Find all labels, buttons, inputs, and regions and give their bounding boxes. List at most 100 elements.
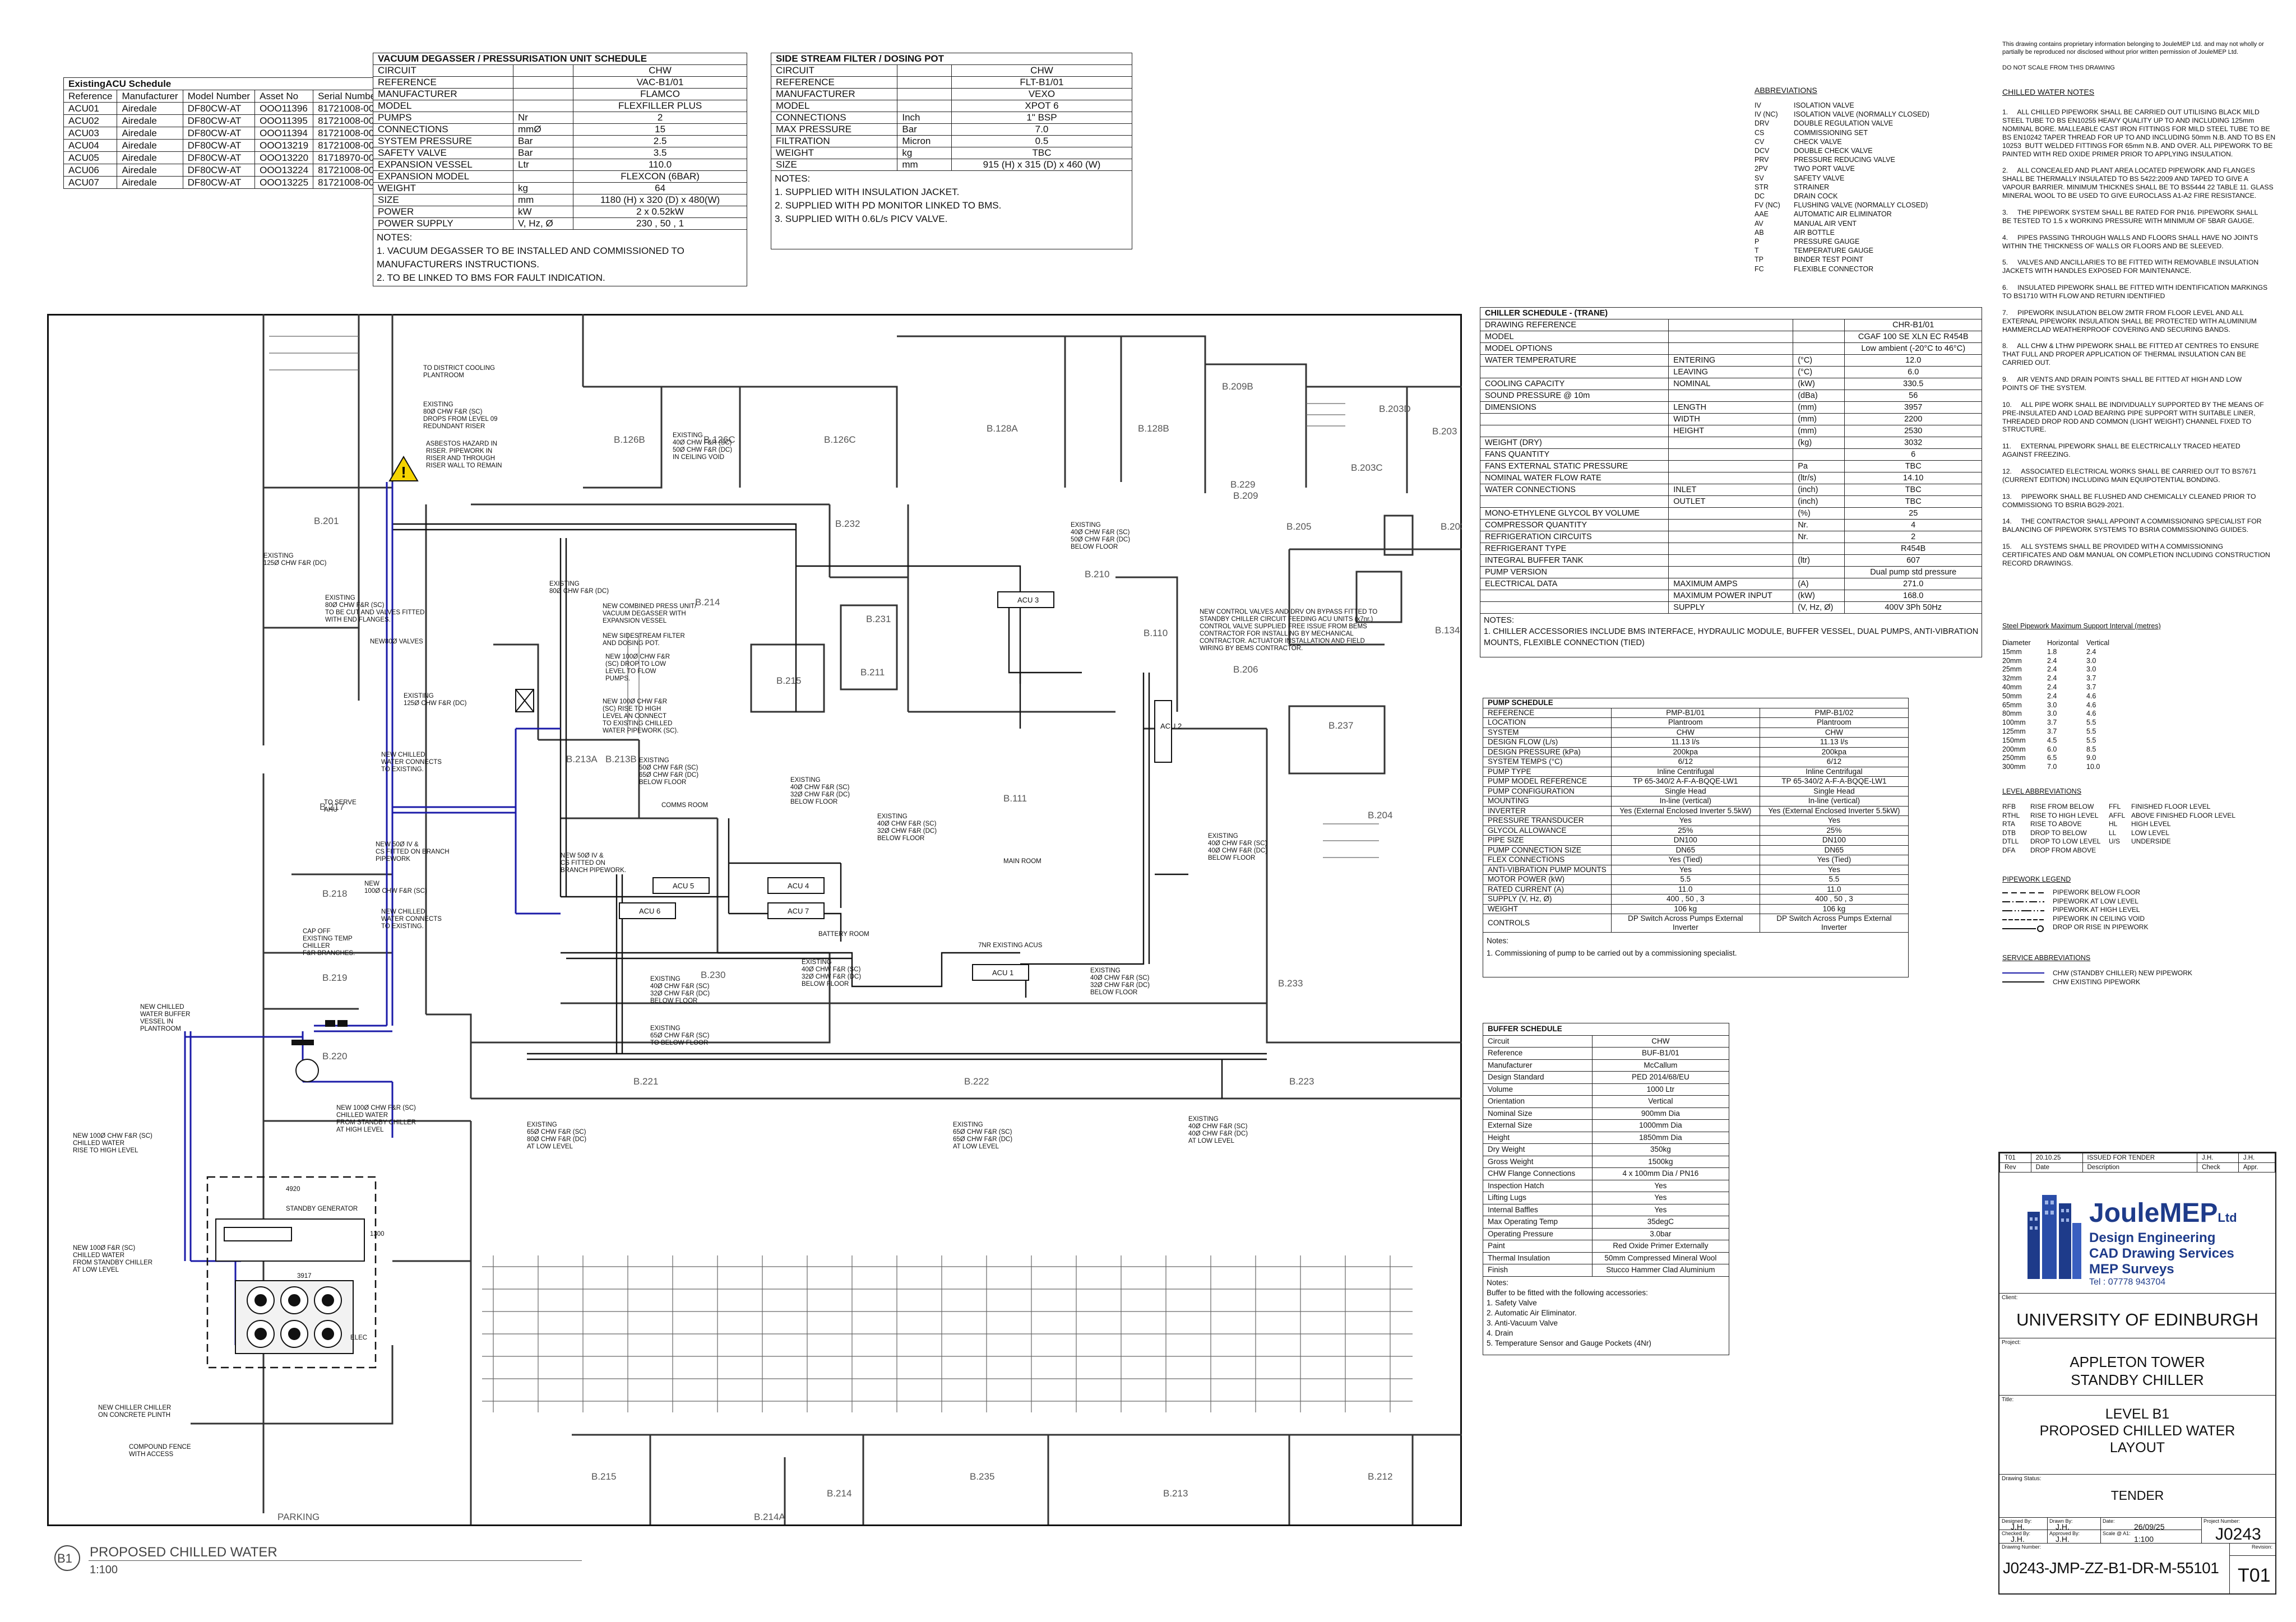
table-cell: In-line (vertical): [1759, 796, 1909, 807]
list-item-text: IV: [1755, 101, 1761, 109]
checked-by: J.H.: [2011, 1535, 2025, 1544]
client-label: Client:: [2002, 1295, 2018, 1301]
list-item-text: 15mm: [2002, 647, 2022, 656]
pipe-annotation: MAIN ROOM: [1003, 858, 1041, 865]
table-cell: SYSTEM PRESSURE: [373, 135, 513, 147]
table-cell: PRESSURE TRANSDUCER: [1483, 815, 1612, 826]
table-cell: TP 65-340/2 A-F-A-BQQE-LW1: [1759, 776, 1909, 787]
table-cell: MOUNTING: [1483, 796, 1612, 807]
list-item: DROP OR RISE IN PIPEWORK: [2053, 923, 2149, 931]
fan-hub-icon: [322, 1328, 334, 1340]
table-cell: Airedale: [117, 114, 183, 127]
table-cell: [1668, 543, 1794, 555]
table-cell: 400 , 50 , 3: [1759, 894, 1909, 905]
table-cell: Internal Baffles: [1483, 1203, 1593, 1216]
abbr-desc: UNDERSIDE: [2131, 837, 2171, 845]
acu-unit: [767, 902, 825, 919]
acu-header-cell: Manufacturer: [117, 90, 183, 103]
table-cell: SYSTEM: [1483, 727, 1612, 738]
pipe-annotation: NEW80Ø VALVES: [370, 638, 423, 645]
table-cell: TBC: [951, 147, 1133, 159]
table-cell: TBC: [1844, 495, 1983, 508]
list-item: PIPEWORK BELOW FLOOR: [2053, 888, 2141, 896]
table-cell: [897, 76, 952, 89]
table-cell: OOO13225: [254, 176, 314, 189]
vacuum-notes: NOTES: 1. VACUUM DEGASSER TO BE INSTALLE…: [373, 229, 747, 286]
list-item-text: AV: [1755, 219, 1763, 228]
list-item: IV (NC)ISOLATION VALVE (NORMALLY CLOSED): [1755, 110, 1929, 119]
table-cell: 106 kg: [1759, 903, 1909, 914]
table-cell: DESIGN PRESSURE (kPa): [1483, 747, 1612, 757]
list-item-text: 100mm: [2002, 719, 2026, 727]
table-cell: XPOT 6: [951, 100, 1133, 112]
table-cell: DF80CW-AT: [182, 176, 256, 189]
table-cell: CHW: [573, 64, 747, 77]
table-cell: MAXIMUM AMPS: [1668, 578, 1794, 590]
asbestos-warning-icon: !: [388, 456, 419, 481]
table-cell: Gross Weight: [1483, 1155, 1593, 1168]
service-legend-lines: [2002, 972, 2044, 983]
pipe-annotation: STANDBY GENERATOR: [286, 1206, 358, 1212]
list-item-text: 2.4: [2047, 665, 2057, 674]
table-cell: BUF-B1/01: [1591, 1047, 1730, 1060]
fan-hub-icon: [254, 1294, 267, 1306]
list-item-text: CV: [1755, 137, 1765, 146]
view-title: PROPOSED CHILLED WATER: [90, 1545, 277, 1560]
room-label: B.220: [322, 1051, 347, 1062]
table-cell: [512, 100, 574, 112]
table-cell: REFRIGERATION CIRCUITS: [1479, 531, 1669, 543]
table-cell: Airedale: [117, 164, 183, 177]
table-cell: (ltr): [1793, 554, 1845, 567]
table-cell: [1479, 601, 1669, 614]
table-cell: WATER TEMPERATURE: [1479, 354, 1669, 367]
project-number: J0243: [2215, 1525, 2261, 1544]
table-cell: [1479, 425, 1669, 437]
table-row: INTEGRAL BUFFER TANK(ltr)607: [1479, 554, 1983, 567]
table-cell: [1668, 460, 1794, 472]
table-cell: [897, 88, 952, 100]
svg-text:!: !: [401, 464, 406, 481]
table-cell: PUMP TYPE: [1483, 766, 1612, 777]
table-cell: CHW: [951, 64, 1133, 77]
view-scale: 1:100: [90, 1564, 118, 1576]
table-cell: 4 x 100mm Dia / PN16: [1591, 1167, 1730, 1180]
table-cell: 5.5: [1759, 874, 1909, 885]
table-cell: DIMENSIONS: [1479, 401, 1669, 414]
table-cell: Yes (External Enclosed Inverter 5.5kW): [1610, 805, 1760, 816]
table-cell: 6/12: [1610, 757, 1760, 767]
room-label: B.203: [1432, 426, 1457, 437]
table-cell: [1668, 507, 1794, 520]
table-cell: Circuit: [1483, 1035, 1593, 1048]
acu-unit: [652, 877, 710, 894]
room-label: B.204: [1368, 810, 1392, 821]
room-label: B.203C: [1351, 462, 1383, 473]
table-cell: FANS EXTERNAL STATIC PRESSURE: [1479, 460, 1669, 472]
table-cell: External Size: [1483, 1119, 1593, 1132]
